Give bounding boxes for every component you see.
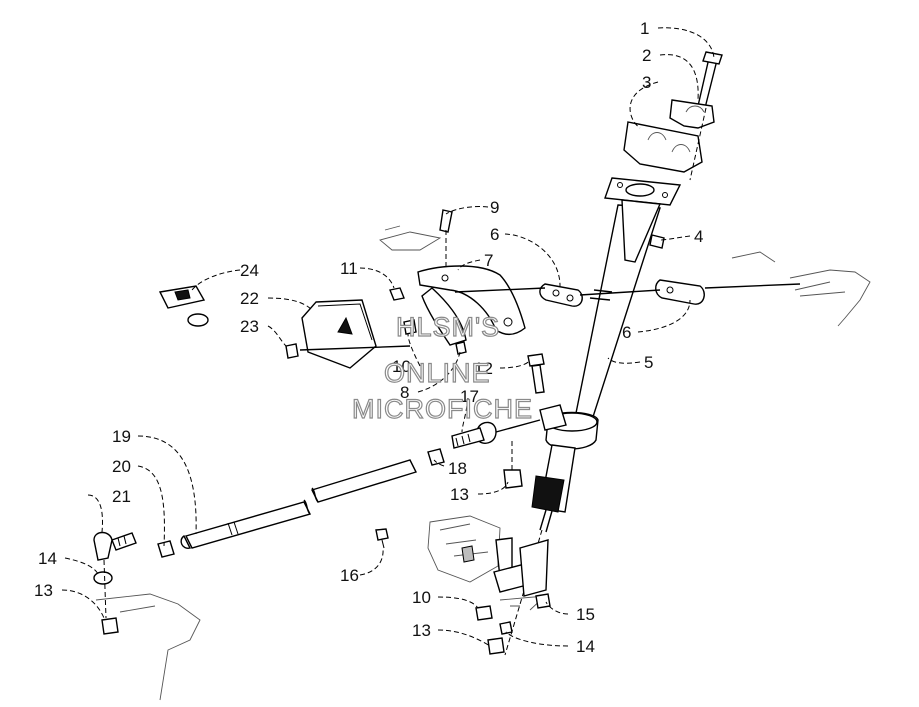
callout-6a: 6 xyxy=(490,225,499,244)
callout-12: 12 xyxy=(474,359,493,378)
callout-22: 22 xyxy=(240,289,259,308)
callout-9: 9 xyxy=(490,198,499,217)
tie-rod-end-17 xyxy=(451,419,541,449)
bolt-1-shape xyxy=(697,57,718,109)
callout-17: 17 xyxy=(460,387,479,406)
nut-13-left xyxy=(101,617,119,635)
spindle-arm-outline xyxy=(95,593,201,701)
link-parts xyxy=(454,251,871,327)
callout-6b: 6 xyxy=(622,323,631,342)
support-bracket xyxy=(379,209,526,346)
callout-10a: 10 xyxy=(392,357,411,376)
callout-13a: 13 xyxy=(450,485,469,504)
callout-4: 4 xyxy=(694,227,703,246)
callout-8: 8 xyxy=(400,383,409,402)
tie-rod-end-21 xyxy=(93,531,137,561)
callout-3: 3 xyxy=(642,73,651,92)
callout-10b: 10 xyxy=(412,588,431,607)
handlebar-clamp-assembly xyxy=(623,51,723,249)
callout-1: 1 xyxy=(640,19,649,38)
screw-8-shape xyxy=(455,341,467,355)
callout-19: 19 xyxy=(112,427,131,446)
callout-7: 7 xyxy=(484,251,493,270)
callout-2: 2 xyxy=(642,46,651,65)
callouts: 1 2 3 4 5 6 6 7 8 9 10 10 11 12 13 13 13… xyxy=(34,19,703,656)
callout-18: 18 xyxy=(448,459,467,478)
washer-14-left xyxy=(93,571,113,585)
watermark-line-1: HLSM'S xyxy=(396,312,500,342)
electronic-module xyxy=(285,299,411,369)
callout-13c: 13 xyxy=(412,621,431,640)
callout-20: 20 xyxy=(112,457,131,476)
callout-21: 21 xyxy=(112,487,131,506)
nut-13-upper xyxy=(503,469,523,489)
steering-post-assembly xyxy=(504,177,682,656)
callout-14b: 14 xyxy=(576,637,595,656)
tie-rod-19 xyxy=(180,459,417,549)
callout-24: 24 xyxy=(240,261,259,280)
watermark: HLSM'S ONLINE MICROFICHE xyxy=(351,311,533,424)
callout-14a: 14 xyxy=(38,549,57,568)
clamp-cap-2-shape xyxy=(669,99,715,129)
bolt-12-shape xyxy=(527,353,545,394)
lower-bracket xyxy=(375,515,551,655)
callout-16: 16 xyxy=(340,566,359,585)
jam-nut-20 xyxy=(157,540,175,558)
sensor-24 xyxy=(158,285,209,327)
callout-11: 11 xyxy=(340,259,358,278)
callout-23: 23 xyxy=(240,317,259,336)
watermark-line-2: ONLINE xyxy=(384,358,491,388)
nut-10-shape xyxy=(403,319,417,335)
clamp-block-3-shape xyxy=(623,121,703,173)
callout-5: 5 xyxy=(644,353,653,372)
watermark-line-3: MICROFICHE xyxy=(352,394,533,424)
callout-15: 15 xyxy=(576,605,595,624)
leader-lines xyxy=(61,27,715,647)
callout-13b: 13 xyxy=(34,581,53,600)
jam-nut-18 xyxy=(427,448,445,466)
